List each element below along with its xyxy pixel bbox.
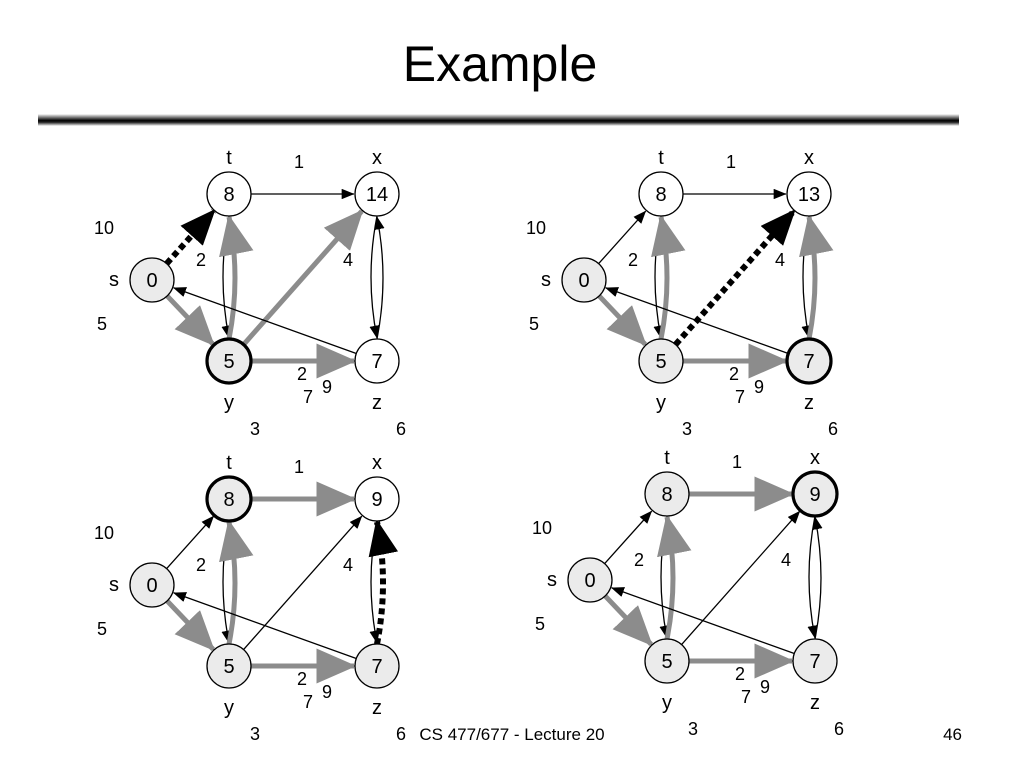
node-t bbox=[206, 171, 252, 217]
edge-weight-z-x: 6 bbox=[396, 419, 406, 439]
edge-y-t bbox=[219, 214, 254, 340]
node-name-z: z bbox=[372, 392, 382, 414]
node-value-s: 0 bbox=[146, 270, 157, 292]
edge-weight-x-z: 4 bbox=[343, 250, 353, 270]
node-value-x: 14 bbox=[366, 184, 388, 206]
page-number: 46 bbox=[943, 725, 962, 744]
node-name-s: s bbox=[109, 269, 119, 291]
node-value-z: 7 bbox=[371, 351, 382, 373]
slide-title: Example bbox=[402, 36, 598, 92]
node-value-y: 5 bbox=[223, 351, 234, 373]
edge-y-x bbox=[241, 209, 364, 347]
node-x bbox=[354, 171, 400, 217]
edge-z-s bbox=[173, 287, 357, 355]
node-z bbox=[354, 338, 400, 384]
title-divider bbox=[38, 114, 959, 126]
edge-weight-t-x: 1 bbox=[294, 152, 304, 172]
edge-weight-y-t: 3 bbox=[250, 419, 260, 439]
edge-weight-y-z: 2 bbox=[297, 364, 307, 384]
edge-weight-s-t: 10 bbox=[94, 218, 114, 238]
node-s bbox=[129, 257, 175, 303]
edge-z-x bbox=[374, 216, 385, 340]
edge-weight-z-s: 7 bbox=[303, 387, 313, 407]
edge-s-y bbox=[165, 294, 215, 347]
node-name-y: y bbox=[224, 392, 234, 414]
edge-weight-y-x: 9 bbox=[322, 377, 332, 397]
node-name-x: x bbox=[372, 147, 382, 169]
edge-weight-t-y: 2 bbox=[196, 250, 206, 270]
node-value-t: 8 bbox=[223, 184, 234, 206]
edge-s-t bbox=[164, 208, 216, 266]
edge-weight-s-y: 5 bbox=[97, 314, 107, 334]
footer-course-label: CS 477/677 - Lecture 20 bbox=[419, 725, 605, 744]
edge-x-z bbox=[369, 215, 380, 339]
node-name-t: t bbox=[226, 147, 232, 169]
node-y bbox=[205, 337, 253, 385]
edge-t-y bbox=[221, 215, 232, 339]
